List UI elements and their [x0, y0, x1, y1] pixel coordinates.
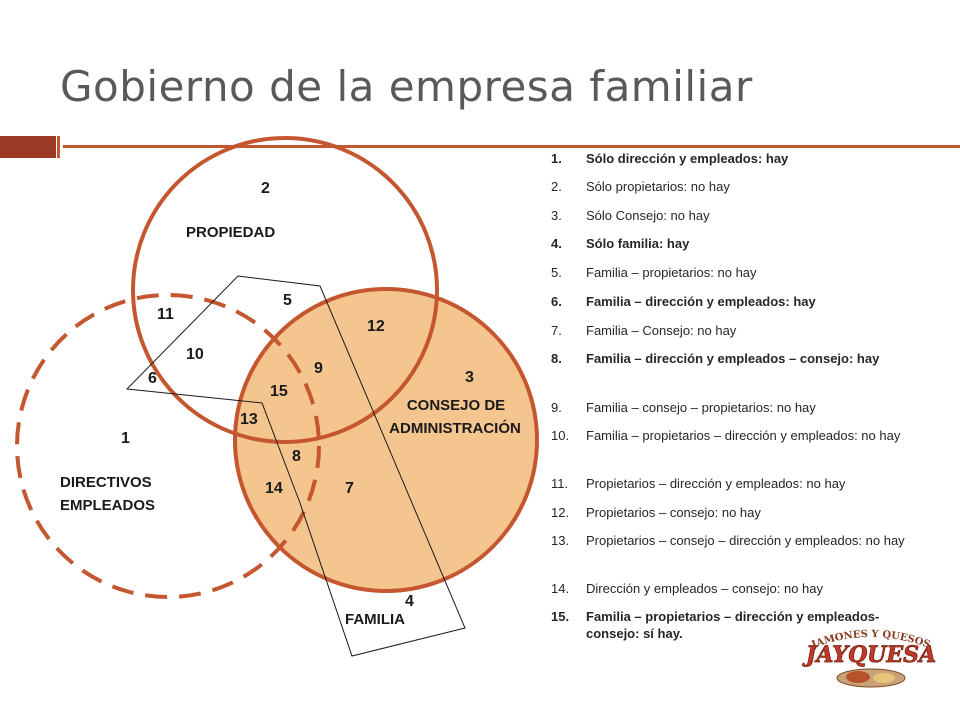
legend-item-number: 7. — [551, 323, 562, 338]
region-3: 3 — [465, 369, 474, 386]
title-accent-bar — [0, 136, 56, 158]
region-11: 11 — [157, 306, 174, 323]
legend-item-text: Sólo familia: hay — [586, 236, 690, 251]
legend-item-number: 13. — [551, 533, 570, 548]
legend-item-text: Familia – dirección y empleados: hay — [586, 294, 816, 309]
legend-item: 15. Familia – propietarios – dirección y … — [551, 608, 936, 642]
region-6: 6 — [148, 370, 157, 387]
region-10: 10 — [186, 346, 204, 363]
legend-item-text: Familia – propietarios – dirección y emp… — [586, 609, 880, 641]
legend-item-text: Propietarios – dirección y empleados: no… — [586, 476, 846, 491]
legend-item-number: 15. — [551, 609, 570, 624]
legend-item: 1. Sólo dirección y empleados: hay — [551, 150, 936, 167]
label-directivos-line1: DIRECTIVOS — [60, 474, 152, 491]
legend-item: 14. Dirección y empleados – consejo: no h… — [551, 580, 936, 597]
directivos-circle — [15, 293, 321, 599]
legend-item: 13. Propietarios – consejo – dirección y … — [551, 532, 936, 549]
region-2: 2 — [261, 180, 270, 197]
label-familia: FAMILIA — [345, 611, 405, 628]
jayquesa-logo: JAMONES Y QUESOS JAYQUESA — [802, 629, 936, 688]
label-consejo-line2: ADMINISTRACIÓN — [389, 419, 521, 437]
region-1: 1 — [121, 430, 130, 447]
legend-item-text: Sólo dirección y empleados: hay — [586, 151, 789, 166]
familia-polygon — [125, 275, 466, 657]
consejo-circle — [233, 287, 539, 593]
legend-item-number: 8. — [551, 351, 562, 366]
legend-item-text: Sólo propietarios: no hay — [586, 179, 730, 194]
region-5: 5 — [283, 292, 292, 309]
region-12: 12 — [367, 318, 385, 335]
logo-brand: JAYQUESA — [802, 642, 936, 668]
title-underline — [63, 145, 960, 148]
legend-item: 10. Familia – propietarios – dirección y … — [551, 427, 936, 444]
propiedad-circle — [131, 136, 439, 444]
region-7: 7 — [345, 480, 354, 497]
region-15: 15 — [270, 383, 288, 400]
legend-item-text: Familia – propietarios – dirección y emp… — [586, 428, 901, 443]
legend-item-number: 6. — [551, 294, 562, 309]
page-title: Gobierno de la empresa familiar — [60, 62, 753, 111]
legend-item-number: 11. — [551, 476, 569, 491]
legend-item-text: Sólo Consejo: no hay — [586, 208, 710, 223]
label-propiedad: PROPIEDAD — [186, 224, 275, 241]
legend-item-number: 2. — [551, 179, 562, 194]
label-directivos-line2: EMPLEADOS — [60, 497, 155, 514]
legend-item-number: 9. — [551, 400, 562, 415]
legend-item: 9. Familia – consejo – propietarios: no h… — [551, 399, 936, 416]
label-consejo-line1: CONSEJO DE — [407, 397, 505, 414]
legend-item: 6. Familia – dirección y empleados: hay — [551, 293, 936, 310]
legend-item-text: Familia – Consejo: no hay — [586, 323, 737, 338]
legend-item: 12. Propietarios – consejo: no hay — [551, 504, 936, 521]
legend-item: 4. Sólo familia: hay — [551, 235, 936, 252]
legend-item: 5. Familia – propietarios: no hay — [551, 264, 936, 281]
legend-item-number: 10. — [551, 428, 570, 443]
legend-item-text: Familia – consejo – propietarios: no hay — [586, 400, 816, 415]
region-9: 9 — [314, 360, 323, 377]
legend-item-text: Propietarios – consejo: no hay — [586, 505, 761, 520]
legend-item-text: Dirección y empleados – consejo: no hay — [586, 581, 824, 596]
legend-item-number: 4. — [551, 236, 562, 251]
legend-item: 2. Sólo propietarios: no hay — [551, 178, 936, 195]
legend-item-number: 5. — [551, 265, 562, 280]
legend-item-number: 3. — [551, 208, 562, 223]
region-14: 14 — [265, 480, 283, 497]
legend-item-number: 12. — [551, 505, 570, 520]
legend-item-text: Familia – propietarios: no hay — [586, 265, 757, 280]
region-13: 13 — [240, 411, 258, 428]
legend-item-number: 1. — [551, 151, 562, 166]
legend-item-number: 14. — [551, 581, 570, 596]
legend-item: 8. Familia – dirección y empleados – cons… — [551, 350, 936, 367]
region-4: 4 — [405, 593, 414, 610]
title-accent-tick — [57, 136, 60, 158]
legend-item-text: Propietarios – consejo – dirección y emp… — [586, 533, 905, 548]
legend-item: 11. Propietarios – dirección y empleados:… — [551, 475, 936, 492]
legend-item: 7. Familia – Consejo: no hay — [551, 322, 936, 339]
legend-item: 3. Sólo Consejo: no hay — [551, 207, 936, 224]
region-8: 8 — [292, 448, 301, 465]
legend-item-text: Familia – dirección y empleados – consej… — [586, 351, 880, 366]
